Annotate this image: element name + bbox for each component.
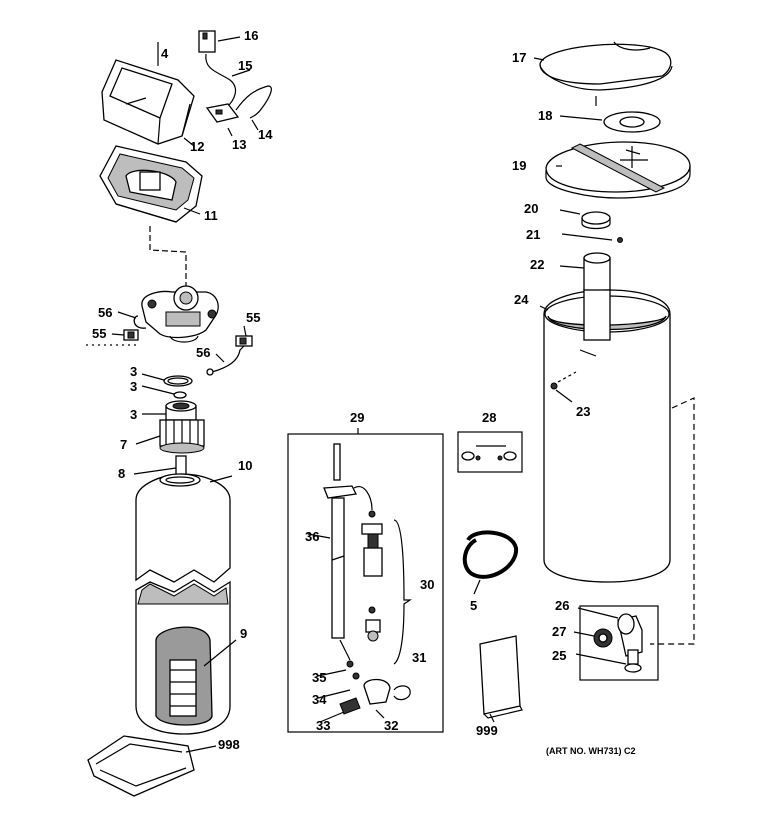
callout-10: 10: [238, 458, 252, 473]
callout-3-b: 3: [130, 379, 137, 394]
part-29-brine-valve-assembly: [287, 428, 444, 733]
callout-9: 9: [240, 626, 247, 641]
part-11-housing: [99, 145, 203, 223]
callout-23: 23: [576, 404, 590, 419]
callout-34: 34: [312, 692, 327, 707]
callout-3-c: 3: [130, 407, 137, 422]
part-overflow-fitting: [573, 605, 659, 681]
callout-16: 16: [244, 28, 258, 43]
callout-15: 15: [238, 58, 252, 73]
part-7-distributor-basket: [135, 419, 205, 454]
part-8-riser-top: [133, 455, 187, 477]
part-19-brine-grid: [545, 141, 691, 199]
callout-20: 20: [524, 201, 538, 216]
part-4-display-cover: [101, 42, 195, 145]
callout-5: 5: [470, 598, 477, 613]
callout-29: 29: [350, 410, 364, 425]
part-55-right: [235, 325, 253, 347]
callout-998: 998: [218, 737, 240, 752]
part-55-left: [111, 329, 139, 341]
callout-21: 21: [526, 227, 540, 242]
callout-14: 14: [258, 127, 273, 142]
part-15-wire-harness: [205, 53, 272, 119]
part-3-adapter: [142, 400, 197, 421]
part-16-plug: [198, 30, 241, 53]
callout-31: 31: [412, 650, 426, 665]
callout-55-left: 55: [92, 326, 106, 341]
callout-12: 12: [190, 139, 204, 154]
callout-35: 35: [312, 670, 326, 685]
callout-24: 24: [514, 292, 529, 307]
leader-14: [251, 119, 259, 131]
callout-30: 30: [420, 577, 434, 592]
callout-36: 36: [305, 529, 319, 544]
part-18-ring: [559, 111, 661, 133]
part-56-clip-right: [206, 345, 245, 376]
callout-32: 32: [384, 718, 398, 733]
part-3-o-ring-large: [141, 373, 193, 387]
part-56-clip-left: [117, 311, 147, 329]
callout-56-left: 56: [98, 305, 112, 320]
part-24-brine-tank: [539, 289, 671, 583]
part-21-pin: [561, 233, 623, 243]
part-17-lid: [533, 41, 673, 91]
callout-13: 13: [232, 137, 246, 152]
callout-56-right: 56: [196, 345, 210, 360]
part-10-mineral-tank: [135, 473, 237, 735]
dash-11: [149, 226, 187, 286]
part-valve-assembly: [141, 285, 219, 343]
callout-11: 11: [204, 208, 218, 223]
callout-19: 19: [512, 158, 526, 173]
callout-17: 17: [512, 50, 526, 65]
part-5-tubing: [462, 530, 519, 595]
callout-33: 33: [316, 718, 330, 733]
callout-27: 27: [552, 624, 566, 639]
leader-12: [183, 137, 195, 147]
part-3-o-ring-small: [141, 385, 187, 399]
callout-25: 25: [552, 648, 566, 663]
callout-3-a: 3: [130, 364, 137, 379]
callout-7: 7: [120, 437, 127, 452]
callout-4: 4: [161, 46, 169, 61]
callout-labels: 16 4 15 14 13 12 11 56 55 55 56 3 3 3 7 …: [92, 28, 636, 756]
callout-999: 999: [476, 723, 498, 738]
callout-28: 28: [482, 410, 496, 425]
art-number: (ART NO. WH731) C2: [546, 746, 636, 756]
part-28-small-parts: [457, 431, 523, 473]
callout-55-right: 55: [246, 310, 260, 325]
callout-26: 26: [555, 598, 569, 613]
callout-18: 18: [538, 108, 552, 123]
callout-22: 22: [530, 257, 544, 272]
part-999-manual: [479, 635, 523, 723]
dash-brine: [650, 397, 695, 645]
part-998-bag: [87, 735, 217, 797]
leader-11: [183, 207, 201, 215]
part-20-cap: [559, 209, 611, 230]
leader-13: [227, 127, 233, 137]
part-13-circuit-board: [205, 103, 240, 123]
callout-8: 8: [118, 466, 125, 481]
